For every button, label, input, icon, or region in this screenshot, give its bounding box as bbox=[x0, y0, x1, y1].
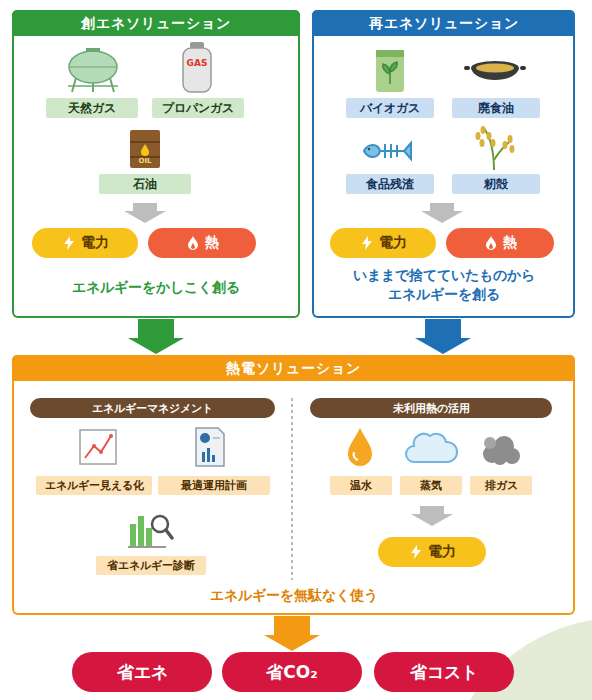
steam-icon bbox=[406, 434, 457, 462]
node-text: 省CO₂ bbox=[266, 661, 317, 684]
node-text: 石油 bbox=[133, 176, 157, 193]
diagnosis-icon bbox=[128, 516, 172, 547]
hot-water-icon bbox=[348, 428, 372, 466]
power-output: 電力 bbox=[32, 228, 138, 258]
source-label: 食品残渣 bbox=[346, 174, 434, 194]
source-label: 石油 bbox=[99, 174, 191, 194]
node-text: 電力 bbox=[379, 234, 407, 252]
node-text: エネルギーマネジメント bbox=[92, 401, 213, 416]
biogas-bag-icon bbox=[376, 50, 404, 92]
flame-icon bbox=[483, 235, 499, 251]
solution-panel: 熱電ソリューションエネルギーを無駄なく使う エネルギーマネジメントエネルギー見える… bbox=[12, 355, 575, 615]
node-text: 最適運用計画 bbox=[181, 478, 247, 493]
node-text: エネルギー見える化 bbox=[45, 478, 144, 493]
panel-heading: 再エネソリューション bbox=[312, 10, 575, 36]
node-text: 電力 bbox=[81, 234, 109, 252]
item-label: 蒸気 bbox=[400, 476, 462, 495]
flame-icon bbox=[185, 235, 201, 251]
rice-icon bbox=[476, 126, 515, 170]
flow-arrow bbox=[421, 203, 463, 223]
node-text: 未利用熱の活用 bbox=[393, 401, 470, 416]
item-label: 省エネルギー診断 bbox=[96, 556, 206, 575]
panel-tagline: エネルギーをかしこく創る bbox=[12, 278, 300, 297]
node-text: 温水 bbox=[350, 478, 372, 493]
node-text: 省コスト bbox=[410, 661, 478, 684]
solution-panel: 創エネソリューションエネルギーをかしこく創る 天然ガス プロパンガス石油電力 熱 bbox=[12, 10, 300, 318]
section-band: エネルギーマネジメント bbox=[30, 398, 275, 418]
bolt-icon bbox=[408, 544, 424, 560]
node-text: 熱 bbox=[205, 234, 219, 252]
node-text: 省エネ bbox=[117, 661, 168, 684]
node-text: 天然ガス bbox=[68, 100, 116, 117]
result-pill: 省エネ bbox=[72, 652, 212, 692]
source-label: プロパンガス bbox=[152, 98, 244, 118]
power-output: 電力 bbox=[378, 537, 486, 567]
fish-bone-icon bbox=[364, 143, 411, 159]
source-label: 籾殻 bbox=[452, 174, 540, 194]
panel-tagline: いままで捨てていたものから エネルギーを創る bbox=[312, 266, 575, 304]
node-text: 熱 bbox=[503, 234, 517, 252]
divider-line bbox=[292, 398, 293, 580]
icon-label: OIL bbox=[138, 158, 151, 165]
solution-panel: 再エネソリューションいままで捨てていたものから エネルギーを創る バイオガス 廃食油… bbox=[312, 10, 575, 318]
node-text: 蒸気 bbox=[420, 478, 442, 493]
bolt-icon bbox=[61, 235, 77, 251]
node-text: 廃食油 bbox=[478, 100, 514, 117]
gas-tank-icon bbox=[68, 48, 118, 92]
source-label: 廃食油 bbox=[452, 98, 540, 118]
flow-arrow bbox=[411, 506, 453, 526]
panel-heading: 創エネソリューション bbox=[12, 10, 300, 36]
bolt-icon bbox=[359, 235, 375, 251]
visualization-icon bbox=[80, 430, 116, 464]
source-label: バイオガス bbox=[346, 98, 434, 118]
node-text: バイオガス bbox=[360, 100, 420, 117]
node-text: 籾殻 bbox=[484, 176, 508, 193]
node-text: 省エネルギー診断 bbox=[107, 558, 195, 573]
flow-arrow bbox=[124, 203, 166, 223]
flow-arrow bbox=[128, 319, 184, 354]
item-label: 排ガス bbox=[470, 476, 532, 495]
heat-output: 熱 bbox=[148, 228, 256, 258]
panel-heading: 熱電ソリューション bbox=[12, 355, 575, 381]
exhaust-icon bbox=[483, 436, 520, 465]
section-band: 未利用熱の活用 bbox=[310, 398, 552, 418]
node-text: 排ガス bbox=[485, 478, 518, 493]
power-output: 電力 bbox=[330, 228, 436, 258]
source-label: 天然ガス bbox=[46, 98, 138, 118]
flow-arrow bbox=[264, 616, 320, 651]
item-label: 最適運用計画 bbox=[158, 476, 270, 495]
panel-tagline: エネルギーを無駄なく使う bbox=[12, 586, 575, 605]
item-label: 温水 bbox=[330, 476, 392, 495]
icon-label: GAS bbox=[187, 59, 208, 68]
node-text: プロパンガス bbox=[162, 100, 234, 117]
heat-output: 熱 bbox=[446, 228, 554, 258]
result-pill: 省コスト bbox=[374, 652, 514, 692]
propane-cylinder-icon bbox=[183, 42, 211, 92]
item-label: エネルギー見える化 bbox=[36, 476, 152, 495]
flow-arrow bbox=[415, 319, 471, 354]
node-text: 食品残渣 bbox=[366, 176, 414, 193]
plan-document-icon bbox=[196, 428, 224, 466]
node-text: 電力 bbox=[428, 543, 456, 561]
oil-drum-icon bbox=[130, 130, 160, 168]
result-pill: 省CO₂ bbox=[222, 652, 362, 692]
oil-pan-icon bbox=[466, 61, 524, 80]
